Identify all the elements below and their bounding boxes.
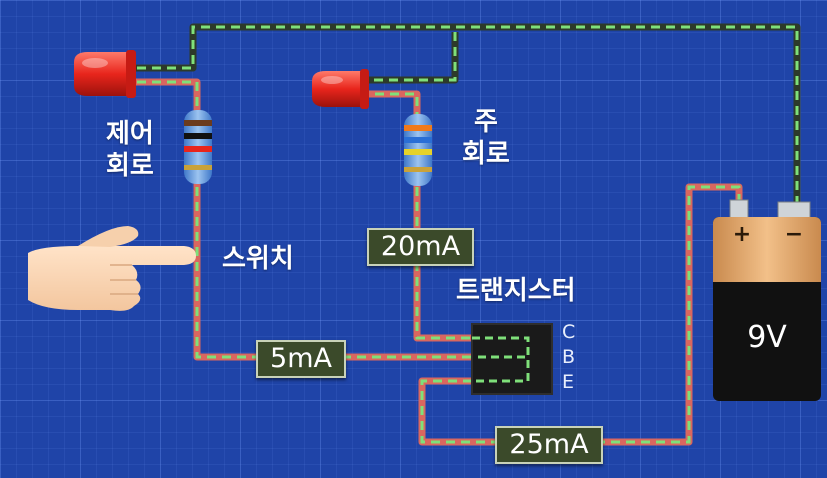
base-current-badge: 5mA bbox=[256, 340, 346, 378]
negative-wires bbox=[122, 23, 801, 210]
transistor-icon bbox=[471, 323, 553, 395]
resistor-icon bbox=[404, 114, 432, 186]
led-icon bbox=[312, 69, 369, 109]
battery-voltage-label: 9V bbox=[747, 320, 787, 355]
battery-icon bbox=[713, 199, 821, 401]
pin-e-label: E bbox=[562, 371, 575, 393]
collector-current-badge: 20mA bbox=[367, 228, 474, 266]
transistor-pin-labels: C B E bbox=[562, 320, 575, 395]
pin-c-label: C bbox=[562, 321, 576, 343]
main-circuit-label: 주 회로 bbox=[462, 106, 510, 170]
hand-pointing-icon bbox=[28, 226, 196, 311]
transistor-label: 트랜지스터 bbox=[456, 276, 576, 306]
control-circuit-label-line1: 제어 bbox=[106, 119, 154, 149]
resistor-icon bbox=[184, 110, 212, 184]
switch-label: 스위치 bbox=[222, 244, 294, 274]
emitter-current-badge: 25mA bbox=[495, 426, 603, 464]
battery-minus-label: − bbox=[784, 222, 804, 247]
control-circuit-label: 제어 회로 bbox=[106, 118, 154, 182]
led-icon bbox=[74, 50, 136, 98]
control-circuit-label-line2: 회로 bbox=[106, 151, 154, 181]
main-circuit-label-line1: 주 bbox=[473, 107, 498, 137]
main-circuit-label-line2: 회로 bbox=[462, 139, 510, 169]
pin-b-label: B bbox=[562, 346, 576, 368]
battery-plus-label: + bbox=[732, 222, 752, 247]
